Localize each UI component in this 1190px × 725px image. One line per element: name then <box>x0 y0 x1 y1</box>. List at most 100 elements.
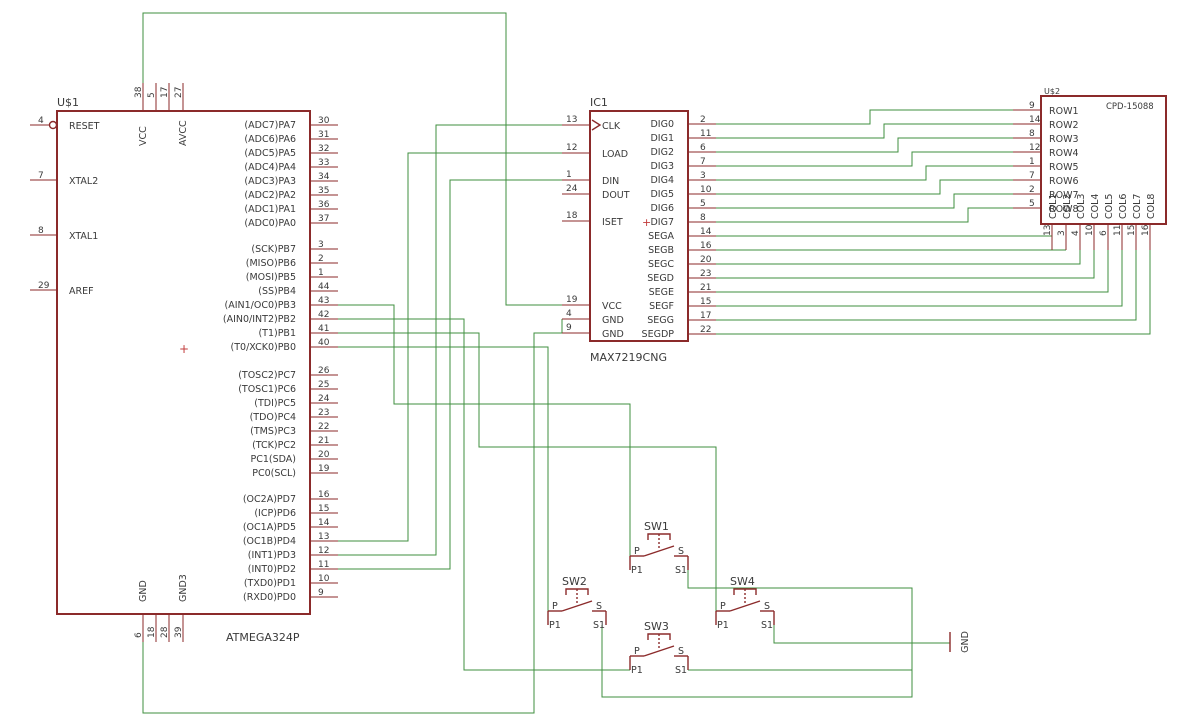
ic1-pin-num-1: 1 <box>566 170 572 180</box>
u1-pin-label-14: (OC1A)PD5 <box>243 522 296 533</box>
wire-seg-col7 <box>716 250 1137 321</box>
u1-pin-num-10: 10 <box>318 574 330 584</box>
u1-pin-num-29: 29 <box>38 281 50 291</box>
ic1-pin-label-13: CLK <box>602 121 621 132</box>
u1-pin-num-2: 2 <box>318 254 324 264</box>
u1-pin-num-21: 21 <box>318 436 329 446</box>
u1-pin-label-43: (AIN1/OC0)PB3 <box>224 300 296 311</box>
u2-body <box>1040 95 1167 225</box>
u1-pin-label-41: (T1)PB1 <box>258 328 296 339</box>
u1-pin-label-1: (MOSI)PB5 <box>246 272 296 283</box>
u2-pin-num-12: 12 <box>1029 143 1040 153</box>
u2-pin-label-16: COL8 <box>1146 194 1157 219</box>
sw1-s1-label: S1 <box>675 565 687 576</box>
u2-pin-num-4: 4 <box>1071 230 1081 236</box>
sw1-p1-label: P1 <box>631 565 643 576</box>
ic1-pin-label-14: SEGA <box>648 231 674 242</box>
u1-pin-num-17: 17 <box>160 87 170 98</box>
sw4-contact <box>729 600 761 612</box>
ic1-pin-num-4: 4 <box>566 309 572 319</box>
wire-pb2-sw3 <box>338 318 630 671</box>
u1-pin-num-19: 19 <box>318 464 330 474</box>
u1-pin-label-32: (ADC5)PA5 <box>244 148 296 159</box>
sw2-p1-label: P1 <box>549 620 561 631</box>
ic1-body <box>589 110 689 342</box>
wire-seg-col3 <box>716 250 1081 265</box>
u2-pin-label-7: ROW6 <box>1049 176 1079 187</box>
ic1-pin-label-5: DIG6 <box>650 203 674 214</box>
u2-pin-num-11: 11 <box>1113 225 1123 236</box>
u1-pin-num-9: 9 <box>318 588 324 598</box>
wire-seg-col6 <box>716 250 1123 307</box>
ic1-pin-num-24: 24 <box>566 184 578 194</box>
u1-pin-label-15: (ICP)PD6 <box>254 508 296 519</box>
wire-pb1-sw4 <box>338 332 717 625</box>
u2-pin-label-10: COL4 <box>1090 194 1101 219</box>
u2-pin-label-14: ROW2 <box>1049 120 1079 131</box>
wire-dig6-row7 <box>716 193 1013 209</box>
ic1-pin-label-10: DIG5 <box>650 189 674 200</box>
u2-pin-label-1: ROW5 <box>1049 162 1079 173</box>
sw4-s1-label: S1 <box>761 620 773 631</box>
u1-pin-label-9: (RXD0)PD0 <box>243 592 296 603</box>
ic1-pin-num-10: 10 <box>700 185 712 195</box>
u1-pin-num-34: 34 <box>318 172 330 182</box>
u2-pin-label-5: ROW8 <box>1049 204 1079 215</box>
u1-pin-label-25: (TOSC1)PC6 <box>238 384 296 395</box>
ic1-pin-num-21: 21 <box>700 283 711 293</box>
sw2-s-label: S <box>596 601 602 612</box>
ic1-name: IC1 <box>590 96 608 109</box>
pins-layer: 30(ADC7)PA731(ADC6)PA632(ADC5)PA533(ADC4… <box>30 83 1157 642</box>
u1-pin-num-4: 4 <box>38 116 44 126</box>
u1-pin-label-29: AREF <box>69 286 94 297</box>
u2-pin-label-12: ROW4 <box>1049 148 1079 159</box>
wire-pd2-din <box>338 179 562 570</box>
sw3-label: SW3 <box>644 620 669 633</box>
u1-pin-num-16: 16 <box>318 490 330 500</box>
u1-pin-label-10: (TXD0)PD1 <box>244 578 296 589</box>
wire-dig0-row1 <box>716 109 1013 125</box>
u1-pin-label-27: AVCC <box>178 120 189 146</box>
wires-layer <box>142 12 1151 714</box>
ic1-pin-label-19: VCC <box>602 301 622 312</box>
u2-pin-num-13: 13 <box>1043 225 1053 236</box>
u2-pin-num-1: 1 <box>1029 157 1035 167</box>
u1-pin-label-36: (ADC1)PA1 <box>244 204 296 215</box>
u1-pin-label-26: (TOSC2)PC7 <box>238 370 296 381</box>
wire-pb0-sw2 <box>338 346 549 625</box>
ic1-pin-num-8: 8 <box>700 213 706 223</box>
u2-pin-num-8: 8 <box>1029 129 1035 139</box>
u1-pin-label-34: (ADC3)PA3 <box>244 176 296 187</box>
u2-value: CPD-15088 <box>1106 102 1154 112</box>
u1-pin-num-33: 33 <box>318 158 329 168</box>
u2-pin-num-2: 2 <box>1029 185 1035 195</box>
wire-gnd <box>142 332 562 714</box>
sw3-contact <box>643 645 675 657</box>
u1-pin-label-12: (INT1)PD3 <box>248 550 296 561</box>
u2-pin-num-5: 5 <box>1029 199 1035 209</box>
u1-pin-num-13: 13 <box>318 532 329 542</box>
u1-pin-num-42: 42 <box>318 310 329 320</box>
wire-pb3-sw1 <box>338 304 631 570</box>
u1-pin-label-6: GND <box>138 580 149 602</box>
u1-value: ATMEGA324P <box>226 631 300 644</box>
u1-pin-label-19: PC0(SCL) <box>252 468 296 479</box>
ic1-pin-label-24: DOUT <box>602 190 630 201</box>
ic1-pin-num-2: 2 <box>700 115 706 125</box>
u1-pin-num-43: 43 <box>318 296 329 306</box>
u1-pin-num-12: 12 <box>318 546 329 556</box>
sw3-s-label: S <box>678 646 684 657</box>
u1-pin-label-23: (TDO)PC4 <box>250 412 296 423</box>
ic1-pin-label-21: SEGE <box>649 287 674 298</box>
u1-pin-num-14: 14 <box>318 518 330 528</box>
ic1-pin-num-19: 19 <box>566 295 578 305</box>
ic1-origin-mark: + <box>642 216 651 229</box>
u1-name: U$1 <box>57 96 79 109</box>
u1-origin-mark: + <box>179 342 189 356</box>
u1-pin-num-25: 25 <box>318 380 329 390</box>
wire-seg-col4 <box>716 250 1095 279</box>
